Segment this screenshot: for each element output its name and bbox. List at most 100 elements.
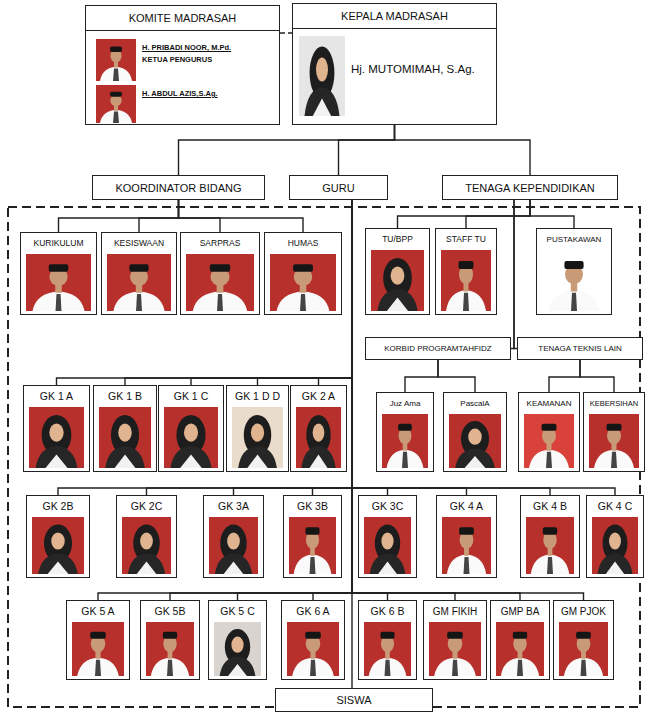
staff-label: STAFF TU (436, 231, 496, 248)
photo-part (387, 450, 424, 468)
photo-part (380, 632, 394, 639)
photo-part (105, 446, 145, 468)
box-label: SISWA (276, 689, 432, 711)
box-label: KOORDINATOR BIDANG (93, 176, 264, 199)
photo-part (72, 622, 124, 676)
org-connector (59, 200, 179, 232)
org-connector (549, 360, 580, 392)
photo-part (370, 553, 406, 574)
portrait-photo (72, 622, 124, 676)
staff-box: GK 3C (358, 495, 417, 578)
staff-box: GK 5 C (208, 600, 267, 680)
photo-part (151, 658, 189, 676)
photo-part (305, 632, 321, 639)
photo-part (251, 423, 264, 441)
portrait-photo (382, 414, 428, 468)
member-name: KETUA PENGURUS (142, 55, 275, 65)
staff-box: GK 1 A (23, 385, 90, 472)
org-connector (466, 200, 530, 228)
photo-part (122, 517, 171, 574)
org-box: GURU (289, 175, 388, 200)
staff-box: KESISWAAN (101, 232, 177, 315)
photo-part (398, 424, 412, 431)
photo-part (463, 293, 469, 311)
photo-part (310, 455, 328, 468)
portrait-photo (99, 407, 151, 468)
photo-part (442, 517, 491, 574)
photo-part (310, 557, 316, 574)
staff-box: GK 3B (283, 495, 342, 578)
staff-label: KURIKULUM (21, 235, 96, 252)
staff-label: GK 2 A (291, 388, 346, 405)
staff-box: GK 2 A (290, 385, 347, 472)
photo-part (543, 527, 557, 534)
photo-part (513, 632, 527, 639)
portrait-photo (96, 85, 136, 123)
photo-part (56, 294, 62, 311)
portrait-photo (289, 517, 336, 574)
org-connector (191, 200, 352, 385)
portrait-photo (122, 517, 171, 574)
photo-part (38, 553, 78, 574)
photo-part (180, 455, 202, 468)
portrait-photo (270, 254, 336, 311)
staff-box: GK 5 A (66, 600, 130, 680)
photo-part (464, 557, 470, 574)
portrait-photo (214, 622, 261, 676)
photo-part (289, 517, 336, 574)
photo-part (247, 455, 267, 468)
staff-box: PascalA (443, 392, 507, 472)
photo-part (449, 414, 501, 468)
photo-part (292, 658, 334, 676)
portrait-photo (449, 414, 501, 468)
photo-part (232, 407, 283, 468)
portrait-photo (364, 622, 411, 676)
member-name: H. ABDUL AZIS,S.Ag. (142, 89, 275, 99)
staff-label: HUMAS (265, 235, 341, 252)
photo-part (90, 632, 106, 639)
org-connector (395, 125, 531, 175)
org-connector (179, 125, 395, 175)
portrait-photo (371, 250, 424, 311)
staff-label: SARPRAS (181, 235, 259, 252)
photo-part (364, 517, 411, 574)
photo-part (167, 660, 173, 676)
photo-part (429, 622, 481, 676)
photo-part (96, 39, 136, 81)
staff-label: GK 4 A (437, 498, 496, 515)
photo-part (299, 36, 345, 116)
staff-box: HUMAS (264, 232, 342, 315)
staff-label: TU/BPP (366, 231, 429, 248)
photo-part (100, 110, 132, 123)
staff-box: GK 6 A (281, 600, 345, 680)
photo-part (215, 553, 252, 574)
photo-part (377, 289, 417, 311)
photo-part (607, 424, 622, 431)
photo-part (77, 658, 119, 676)
staff-label: GK 3A (204, 498, 263, 515)
photo-part (48, 561, 69, 574)
org-connector (147, 200, 353, 495)
staff-box: GK 3A (203, 495, 264, 578)
photo-part (576, 632, 591, 639)
photo-part (224, 561, 244, 574)
photo-part (296, 407, 341, 468)
photo-part (33, 292, 85, 311)
photo-part (369, 658, 407, 676)
staff-box: GK 4 A (436, 495, 497, 578)
staff-box: GK 2C (116, 495, 177, 578)
photo-part (231, 637, 243, 653)
photo-part (455, 449, 495, 468)
box-title: KOMITE MADRASAH (86, 6, 279, 31)
portrait-photo (592, 517, 638, 574)
org-connector (57, 200, 353, 385)
staff-label: GK 4 C (587, 498, 643, 515)
photo-part (305, 527, 319, 534)
staff-label: GK 5 C (209, 603, 266, 620)
staff-label: KESISWAAN (102, 235, 176, 252)
photo-part (136, 294, 142, 311)
portrait-photo (107, 254, 171, 311)
staff-label: GK 6 A (282, 603, 344, 620)
photo-part (300, 294, 306, 311)
photo-part (186, 254, 254, 311)
